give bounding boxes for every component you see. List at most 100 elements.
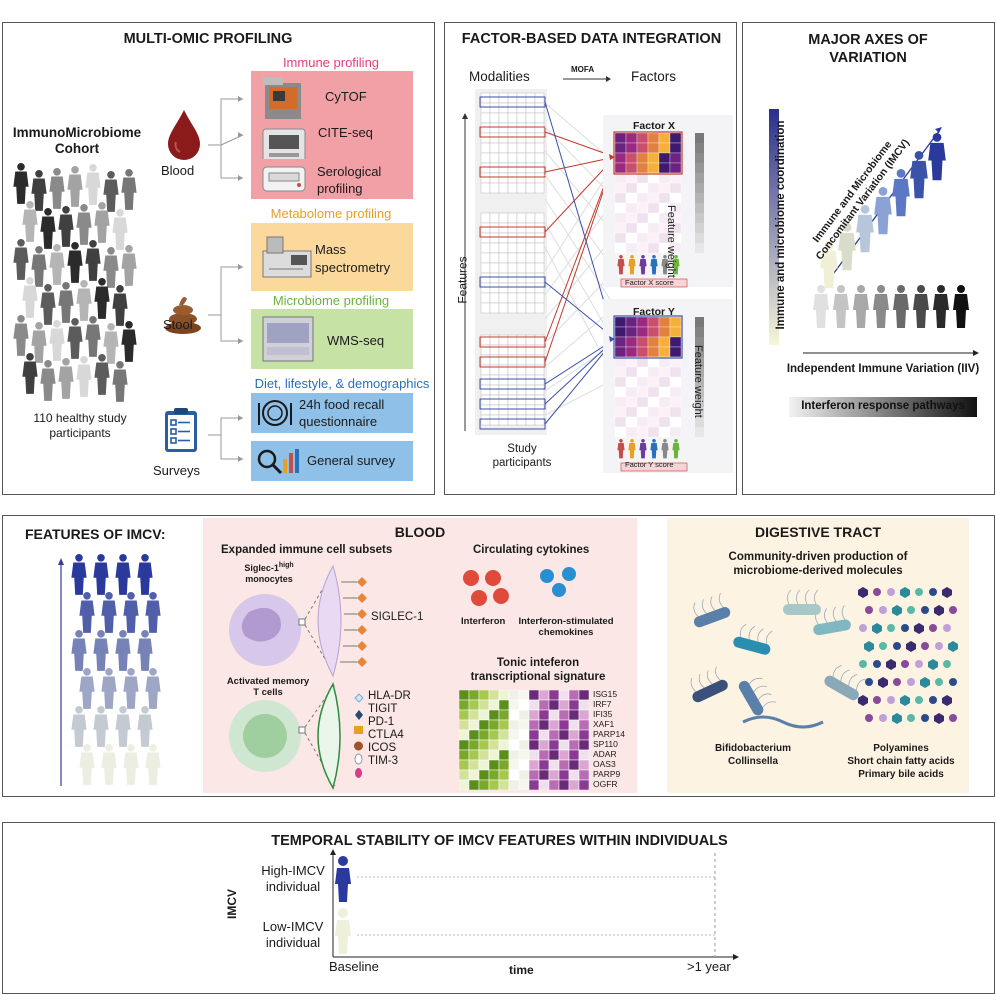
heatmap-cell	[478, 769, 490, 781]
mofa-label: MOFA	[571, 65, 595, 74]
heatmap-cell	[498, 769, 510, 781]
food-recall-box	[251, 393, 413, 433]
heatmap-cell	[558, 749, 570, 761]
heatmap-cell	[498, 779, 510, 790]
bacterium	[690, 666, 728, 703]
high-imcv-label: High-IMCV individual	[261, 863, 325, 894]
heatmap-cell	[498, 739, 510, 751]
imcv-crowd-person	[93, 706, 109, 747]
molecule	[858, 587, 868, 598]
cohort-person	[76, 204, 92, 245]
molecule	[934, 713, 944, 724]
imcv-crowd-person	[145, 668, 161, 709]
heatmap-cell	[578, 719, 589, 731]
marker-label: TIGIT	[368, 703, 398, 715]
heatmap-cell	[518, 769, 530, 781]
imcv-crowd-person	[115, 630, 131, 671]
heatmap-cell	[548, 769, 560, 781]
heatmap-cell	[518, 690, 530, 701]
heatmap-cell	[558, 699, 570, 711]
cite-seq-label: CITE-seq	[318, 125, 373, 140]
heatmap-cell	[498, 749, 510, 761]
score-person	[650, 439, 658, 459]
cohort-person	[103, 171, 119, 212]
gene-label: IFI35	[593, 709, 613, 719]
molecule-3: Primary bile acids	[858, 769, 944, 780]
heatmap-cell	[459, 739, 470, 751]
heatmap-cell	[459, 769, 470, 781]
cohort-person	[22, 277, 38, 318]
wms-seq-label: WMS-seq	[327, 333, 385, 348]
cohort-person	[76, 280, 92, 321]
score-person	[639, 439, 647, 459]
heatmap-cell	[468, 729, 480, 741]
heatmap-cell	[508, 779, 520, 790]
molecule	[859, 624, 867, 632]
multi-omic-panel: MULTI-OMIC PROFILING ImmunoMicrobiome Co…	[2, 22, 435, 495]
food-recall-label: 24h food recall questionnaire	[299, 397, 385, 429]
heatmap-cell	[568, 749, 580, 761]
imcv-person	[892, 169, 910, 217]
heatmap-cell	[488, 719, 500, 731]
score-person	[617, 439, 625, 459]
imcv-crowd-illustration	[58, 554, 161, 786]
heatmap-cell	[488, 779, 500, 790]
cohort-crowd-illustration	[13, 163, 137, 402]
cohort-person	[94, 202, 110, 243]
heatmap-cell	[538, 709, 550, 721]
heatmap-cell	[498, 709, 510, 721]
cite-seq-instrument-icon	[262, 128, 306, 164]
heatmap-cell	[518, 779, 530, 790]
heatmap-cell	[488, 690, 500, 701]
imcv-person	[820, 241, 838, 289]
heatmap-cell	[548, 779, 560, 790]
score-person	[639, 255, 647, 275]
temporal-chart	[330, 849, 739, 960]
heatmap-cell	[488, 739, 500, 751]
heatmap-cell	[568, 719, 580, 731]
molecule	[865, 714, 873, 722]
heatmap-cell	[478, 690, 490, 701]
cytokines-label: Circulating cytokines	[473, 544, 590, 556]
imcv-crowd-person	[71, 554, 87, 595]
expanded-subsets-label: Expanded immune cell subsets	[221, 544, 393, 556]
iiv-person	[833, 285, 849, 328]
cohort-person	[67, 242, 83, 283]
molecule	[948, 641, 958, 652]
molecule	[934, 605, 944, 616]
baseline-label: Baseline	[329, 959, 379, 974]
heatmap-cell	[478, 709, 490, 721]
features-title: FEATURES OF IMCV:	[25, 526, 166, 542]
heatmap-cell	[528, 699, 540, 711]
heatmap-cell	[508, 709, 520, 721]
imcv-person	[838, 223, 856, 271]
molecule	[873, 660, 881, 668]
heatmap-cell	[488, 699, 500, 711]
heatmap-cell	[498, 690, 510, 701]
molecule	[865, 606, 873, 614]
bacteria-label: Bifidobacterium Collinsella	[703, 742, 803, 768]
axes-diagram	[769, 109, 979, 417]
bacteria-2: Collinsella	[727, 756, 778, 767]
molecule	[915, 588, 923, 596]
metabolome-title: Metabolome profiling	[270, 206, 392, 221]
heatmap-cell	[478, 739, 490, 751]
heatmap-cell	[548, 699, 560, 711]
molecule	[901, 660, 909, 668]
heatmap-cell	[468, 779, 480, 790]
imcv-crowd-person	[115, 554, 131, 595]
imcv-crowd-person	[115, 706, 131, 747]
cohort-person	[31, 246, 47, 287]
molecule	[859, 660, 867, 668]
factor-diagram	[475, 89, 733, 473]
heatmap-cell	[459, 779, 470, 790]
heatmap-cell	[468, 749, 480, 761]
cytof-label: CyTOF	[325, 89, 367, 104]
imcv-crowd-person	[101, 744, 117, 785]
cohort-person	[40, 284, 56, 325]
blood-title: BLOOD	[394, 524, 446, 540]
cohort-person	[103, 247, 119, 288]
factor-x-title: Factor X	[633, 120, 676, 132]
iiv-person	[953, 285, 969, 328]
molecule	[943, 660, 951, 668]
